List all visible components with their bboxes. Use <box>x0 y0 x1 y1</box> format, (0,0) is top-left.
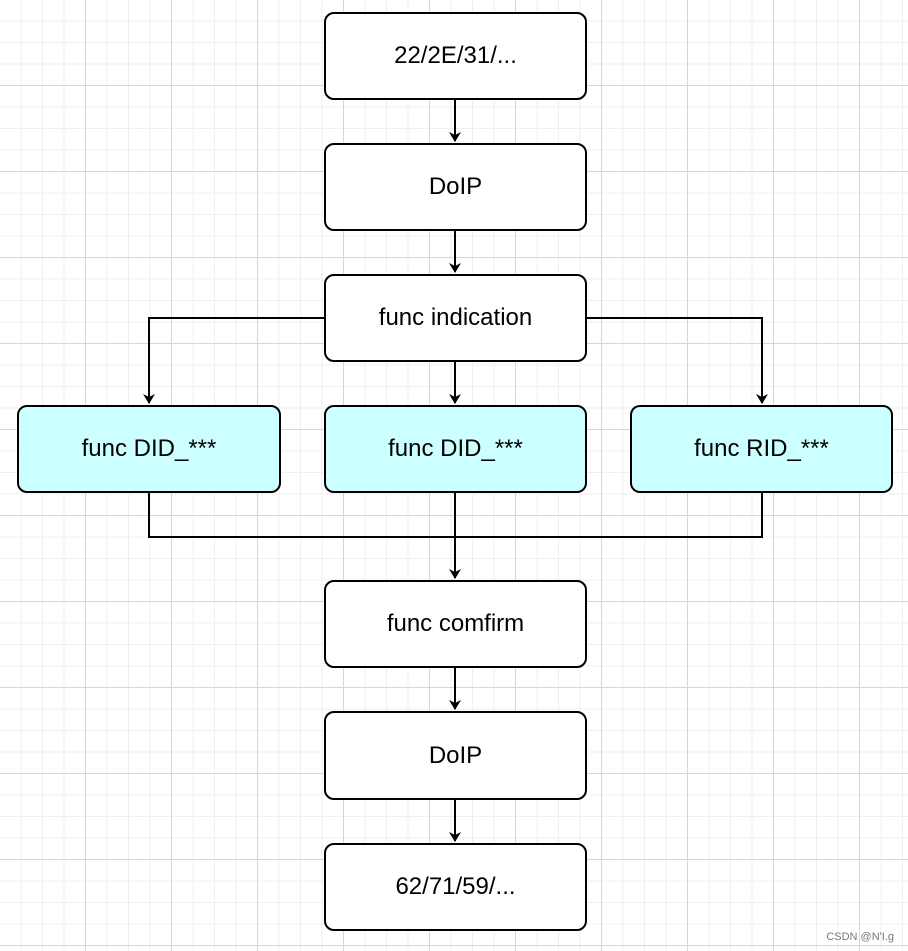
watermark: CSDN @N'I.g <box>826 931 894 943</box>
edge-rid-right-to-confirm <box>455 493 763 538</box>
func-rid-right-node: func RID_*** <box>630 405 893 493</box>
edge-indication-to-did-left <box>143 317 324 404</box>
request-node: 22/2E/31/... <box>324 12 587 100</box>
doip-input-node: DoIP <box>324 143 587 231</box>
func-did-left-node: func DID_*** <box>17 405 281 493</box>
response-node: 62/71/59/... <box>324 843 587 931</box>
func-did-middle-node: func DID_*** <box>324 405 587 493</box>
edge-did-left-to-confirm <box>148 493 455 538</box>
func-indication-node: func indication <box>324 274 587 362</box>
doip-output-node: DoIP <box>324 711 587 800</box>
edge-indication-to-rid-right <box>587 317 768 404</box>
func-confirm-node: func comfirm <box>324 580 587 668</box>
